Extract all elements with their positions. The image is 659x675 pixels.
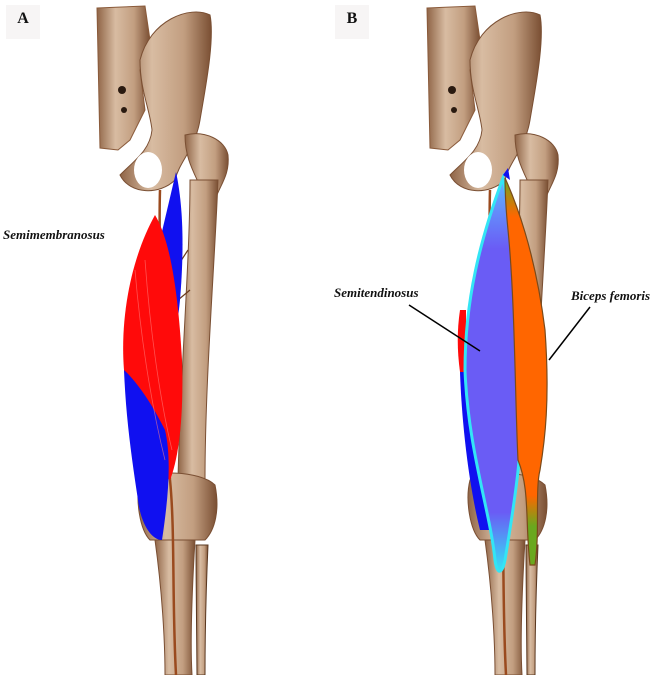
biceps-femoris-leader-line bbox=[548, 306, 591, 361]
label-semitendinosus: Semitendinosus bbox=[334, 285, 419, 300]
panel-b-figure bbox=[425, 4, 560, 675]
label-semimembranosus: Semimembranosus bbox=[3, 227, 105, 242]
semitendinosus-leader-line bbox=[408, 304, 481, 352]
label-biceps-femoris: Biceps femoris bbox=[571, 288, 651, 303]
panel-label-b: B bbox=[335, 5, 369, 39]
panel-a-figure bbox=[95, 4, 230, 675]
panel-label-a: A bbox=[6, 5, 40, 39]
